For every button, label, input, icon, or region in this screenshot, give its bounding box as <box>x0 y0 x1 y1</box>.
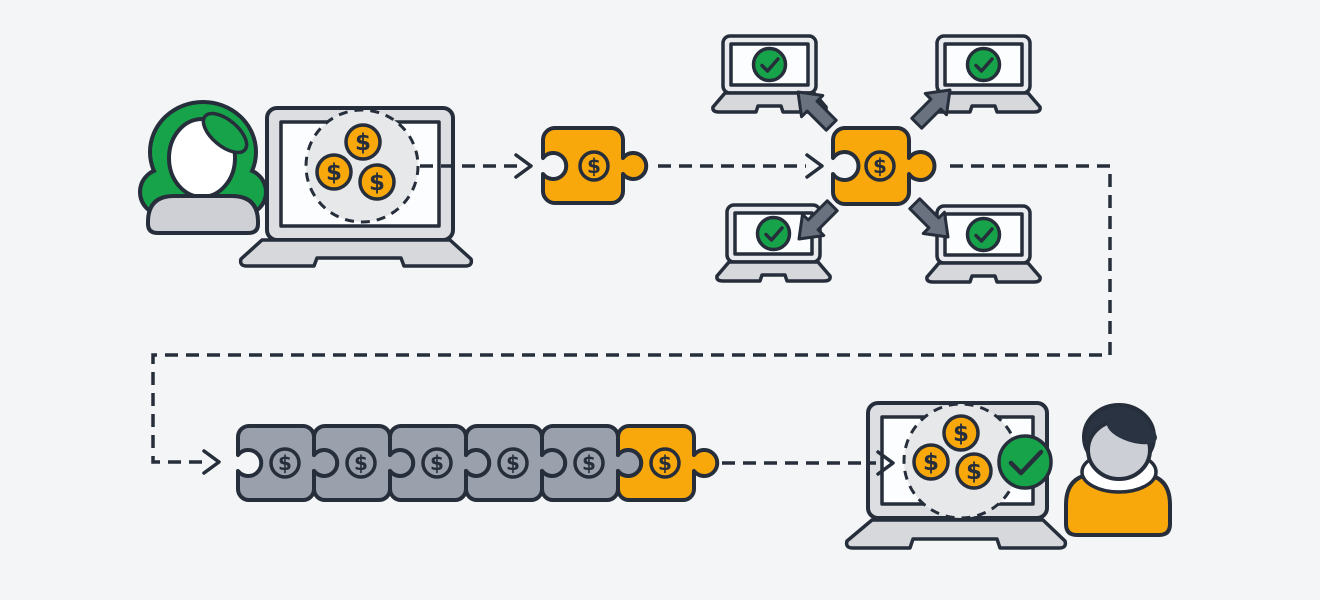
dollar-badge <box>421 447 453 479</box>
validator-laptop-bottom-right <box>925 204 1042 284</box>
blockchain-group: $ $ $ $ $ $ <box>236 424 720 502</box>
coin-icon: $ <box>912 443 950 481</box>
receiver-person <box>1064 403 1172 537</box>
dollar-sign: $ <box>430 451 444 475</box>
dollar-sign: $ <box>354 451 368 475</box>
dollar-sign: $ <box>278 451 292 475</box>
check-circle <box>751 46 788 83</box>
laptop-base <box>715 260 832 283</box>
checkmark-icon <box>764 226 784 242</box>
dollar-sign: $ <box>923 450 939 476</box>
dollar-badge <box>864 150 896 182</box>
coin-icon: $ <box>942 414 980 452</box>
network-group: $ <box>711 34 1042 284</box>
person-body <box>146 194 260 235</box>
dollar-badge <box>649 447 681 479</box>
checkmark-icon <box>760 57 780 73</box>
checkmark-icon <box>974 227 994 243</box>
receiver-laptop: $ $ $ <box>844 401 1068 550</box>
coin-icon: $ <box>358 163 396 201</box>
sender-person <box>138 100 268 235</box>
check-circle <box>965 216 1002 253</box>
arrowhead-icon <box>805 153 824 179</box>
check-circle <box>997 434 1053 490</box>
dollar-badge <box>497 447 529 479</box>
sender-laptop: $ $ $ <box>238 106 474 268</box>
puzzle-piece-icon <box>541 126 649 205</box>
puzzle-piece-icon <box>616 424 720 502</box>
arrowhead-icon <box>876 450 895 476</box>
dollar-sign: $ <box>355 130 371 156</box>
puzzle-piece-icon <box>831 126 937 206</box>
coin-icon: $ <box>315 153 353 191</box>
transaction-piece: $ <box>541 126 649 205</box>
check-circle <box>755 215 792 252</box>
dollar-badge <box>578 150 610 182</box>
dollar-sign: $ <box>326 160 342 186</box>
network-center-piece: $ <box>831 126 937 206</box>
check-circle <box>965 46 1002 83</box>
checkmark-icon <box>1008 449 1044 476</box>
checkmark-icon <box>974 57 994 73</box>
coin-icon: $ <box>344 123 382 161</box>
validator-laptop-top-left <box>711 34 828 114</box>
arrowhead-icon <box>514 153 533 179</box>
laptop-base <box>844 518 1068 550</box>
dollar-sign: $ <box>658 451 672 475</box>
dollar-sign: $ <box>873 154 887 178</box>
dollar-sign: $ <box>587 154 601 178</box>
hair-swoosh-icon <box>201 111 249 155</box>
person-body <box>1064 472 1172 537</box>
flow-connectors <box>151 153 1112 476</box>
receiver-group: $ $ $ <box>844 401 1172 550</box>
dollar-sign: $ <box>369 170 385 196</box>
arrowhead-icon <box>202 449 221 475</box>
laptop-base <box>238 238 474 268</box>
hair-fringe-icon <box>1107 417 1157 445</box>
laptop-base <box>925 261 1042 284</box>
dollar-sign: $ <box>582 451 596 475</box>
dollar-badge <box>573 447 605 479</box>
coin-icon: $ <box>955 452 993 490</box>
dashed-connector-3 <box>151 164 1112 464</box>
sender-group: $ $ $ <box>138 100 474 268</box>
dollar-badge <box>269 447 301 479</box>
dollar-badge <box>345 447 377 479</box>
dollar-sign: $ <box>953 421 969 447</box>
dollar-sign: $ <box>506 451 520 475</box>
block-6-new: $ <box>616 424 720 502</box>
dollar-sign: $ <box>966 459 982 485</box>
